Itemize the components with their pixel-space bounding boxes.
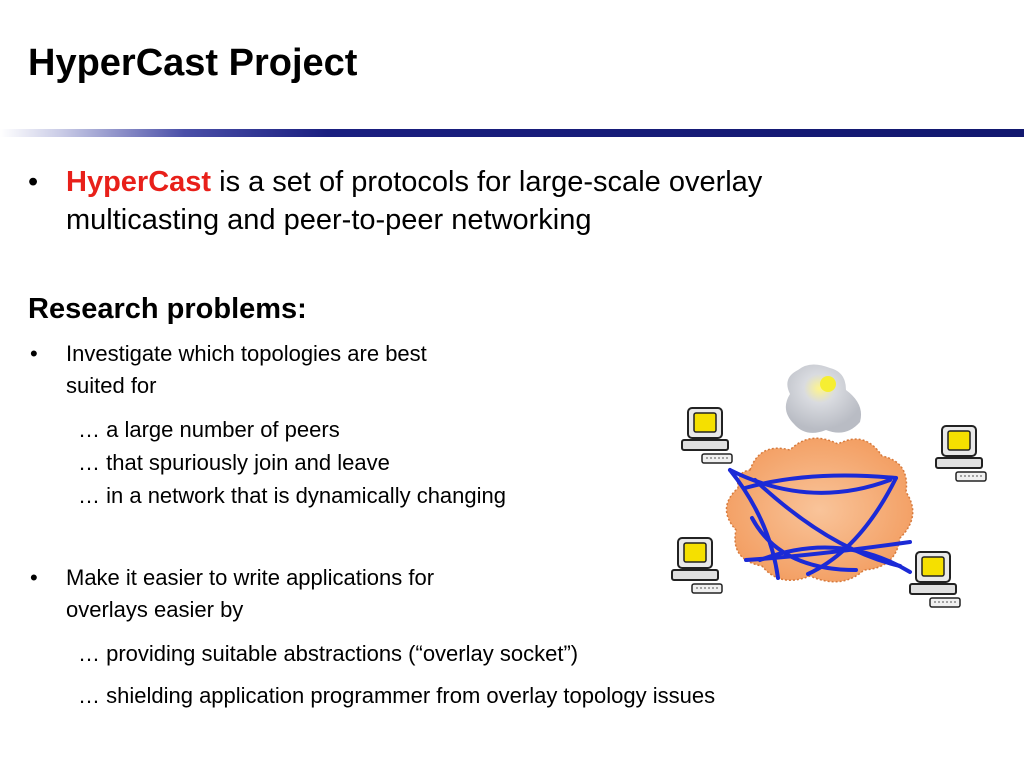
satellite-cloud-icon [785,364,862,433]
overlay-network-figure [671,364,987,608]
research-heading: Research problems: [28,293,307,325]
computer-icon [671,537,723,594]
computer-icon [935,425,987,482]
intro-line-2: multicasting and peer-to-peer networking [66,204,592,236]
problem-1-sub-3: … in a network that is dynamically chang… [78,483,506,508]
problem-2-line-1: Make it easier to write applications for [66,565,435,590]
hypercast-highlight: HyperCast [66,166,212,198]
problem-1-line-2: suited for [66,373,157,398]
slide-title: HyperCast Project [28,42,358,84]
overlay-links [728,468,912,580]
problem-2-line-2: overlays easier by [66,597,244,622]
intro-bullet: • [28,166,39,198]
problem-1-sub-1: … a large number of peers [78,417,340,442]
problem-1-sub-2: … that spuriously join and leave [78,450,390,475]
intro-line-1: HyperCast is a set of protocols for larg… [66,165,762,200]
problem-2-sub-2: … shielding application programmer from … [78,683,716,708]
problem-2-sub-1: … providing suitable abstractions (“over… [78,641,579,666]
computer-icon [681,407,733,464]
problem-1-line-1: Investigate which topologies are best [66,341,427,366]
problem-1-bullet: • [30,341,38,366]
title-divider [0,129,1024,137]
intro-line-1-rest: is a set of protocols for large-scale ov… [211,166,763,198]
problem-2-bullet: • [30,565,38,590]
computer-icon [909,551,961,608]
